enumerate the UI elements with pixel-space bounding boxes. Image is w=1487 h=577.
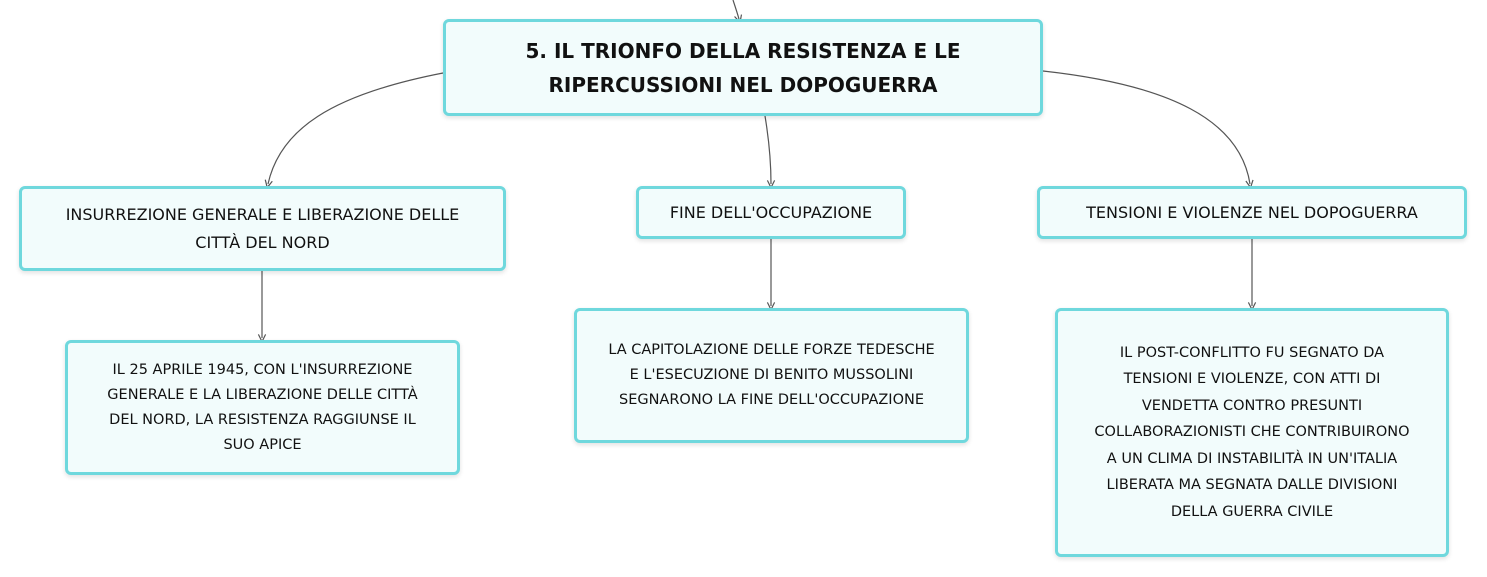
topic-tensioni-violenze[interactable]: TENSIONI E VIOLENZE NEL DOPOGUERRA — [1037, 186, 1467, 239]
topic-line: FINE DELL'OCCUPAZIONE — [669, 202, 873, 222]
root-title-line: 5. IL TRIONFO DELLA RESISTENZA E LE — [525, 38, 961, 63]
subtopic-line: SEGNARONO LA FINE DELL'OCCUPAZIONE — [618, 392, 924, 408]
subtopic-line: A UN CLIMA DI INSTABILITÀ IN UN'ITALIA — [1106, 450, 1398, 467]
subtopic-line: GENERALE E LA LIBERAZIONE DELLE CITTÀ — [107, 386, 418, 403]
connector-root-to-tensioni — [1042, 70, 1250, 184]
subtopic-line: SUO APICE — [223, 436, 302, 453]
subtopic-text: LA CAPITOLAZIONE DELLE FORZE TEDESCHE E … — [608, 338, 934, 413]
subtopic-line: COLLABORAZIONISTI CHE CONTRIBUIRONO — [1094, 424, 1410, 441]
topic-line: CITTÀ DEL NORD — [195, 232, 330, 252]
topic-text: INSURREZIONE GENERALE E LIBERAZIONE DELL… — [66, 201, 460, 257]
subtopic-line: DEL NORD, LA RESISTENZA RAGGIUNSE IL — [109, 411, 416, 428]
subtopic-line: TENSIONI E VIOLENZE, CON ATTI DI — [1123, 371, 1381, 388]
topic-line: TENSIONI E VIOLENZE NEL DOPOGUERRA — [1086, 202, 1418, 222]
subtopic-line: DELLA GUERRA CIVILE — [1170, 503, 1334, 520]
subtopic-capitolazione[interactable]: LA CAPITOLAZIONE DELLE FORZE TEDESCHE E … — [574, 308, 969, 443]
topic-text: FINE DELL'OCCUPAZIONE — [670, 199, 872, 227]
subtopic-post-conflitto[interactable]: IL POST-CONFLITTO FU SEGNATO DA TENSIONI… — [1055, 308, 1449, 557]
connector-root-to-insurrezione — [268, 72, 444, 184]
subtopic-line: VENDETTA CONTRO PRESUNTI — [1141, 397, 1363, 414]
subtopic-text: IL 25 APRILE 1945, CON L'INSURREZIONE GE… — [107, 358, 417, 458]
subtopic-text: IL POST-CONFLITTO FU SEGNATO DA TENSIONI… — [1094, 340, 1409, 526]
topic-line: INSURREZIONE GENERALE E LIBERAZIONE DELL… — [65, 204, 460, 224]
root-title-line: RIPERCUSSIONI NEL DOPOGUERRA — [548, 72, 938, 97]
subtopic-25-aprile-1945[interactable]: IL 25 APRILE 1945, CON L'INSURREZIONE GE… — [65, 340, 460, 475]
subtopic-line: LA CAPITOLAZIONE DELLE FORZE TEDESCHE — [608, 342, 935, 358]
connector-root-to-occupazione — [764, 115, 771, 184]
topic-text: TENSIONI E VIOLENZE NEL DOPOGUERRA — [1086, 199, 1418, 227]
subtopic-line: LIBERATA MA SEGNATA DALLE DIVISIONI — [1106, 477, 1398, 494]
root-topic[interactable]: 5. IL TRIONFO DELLA RESISTENZA E LE RIPE… — [443, 19, 1043, 116]
connector-incoming — [732, 0, 739, 19]
subtopic-line: E L'ESECUZIONE DI BENITO MUSSOLINI — [629, 367, 914, 383]
topic-insurrezione-generale[interactable]: INSURREZIONE GENERALE E LIBERAZIONE DELL… — [19, 186, 506, 271]
subtopic-line: IL 25 APRILE 1945, CON L'INSURREZIONE — [112, 361, 413, 378]
topic-fine-occupazione[interactable]: FINE DELL'OCCUPAZIONE — [636, 186, 906, 239]
subtopic-line: IL POST-CONFLITTO FU SEGNATO DA — [1119, 344, 1385, 361]
root-topic-text: 5. IL TRIONFO DELLA RESISTENZA E LE RIPE… — [526, 34, 961, 102]
